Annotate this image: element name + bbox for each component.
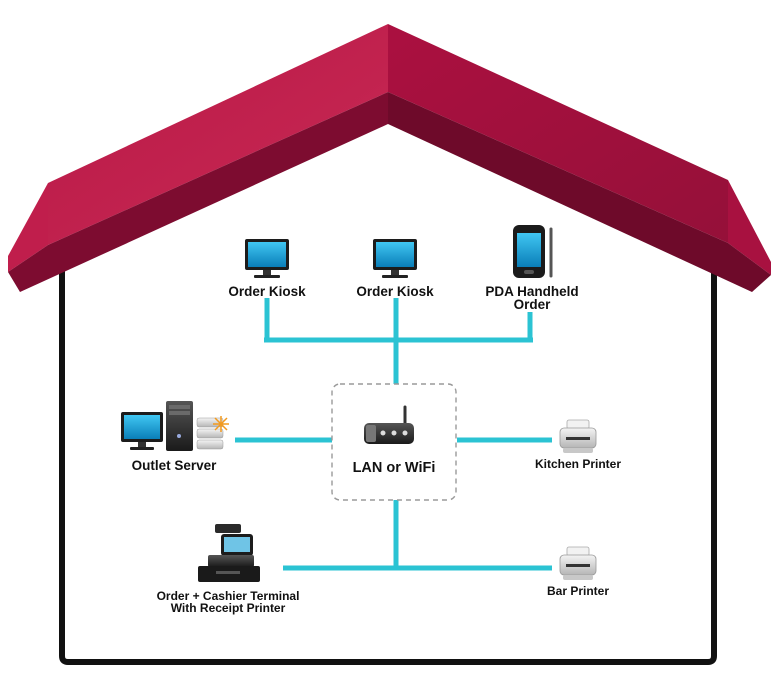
pda-label-line2: Order <box>513 297 551 312</box>
monitor-icon <box>245 239 289 278</box>
kiosk-1-label: Order Kiosk <box>228 284 306 299</box>
network-connectors <box>235 298 552 571</box>
server-stack-icon <box>121 401 229 451</box>
printer-icon <box>559 419 597 453</box>
pos-terminal-icon <box>198 524 260 582</box>
kitchen-printer-label: Kitchen Printer <box>534 457 621 471</box>
kiosk-2-label: Order Kiosk <box>356 284 434 299</box>
terminal-label-line1: Order + Cashier Terminal <box>156 589 300 603</box>
pda-label-line1: PDA Handheld <box>485 284 579 299</box>
house-roof <box>8 24 771 292</box>
house-wall <box>59 255 717 665</box>
server-label: Outlet Server <box>131 458 217 473</box>
monitor-icon <box>373 239 417 278</box>
printer-icon <box>559 546 597 580</box>
bar-printer-label: Bar Printer <box>546 584 610 598</box>
hub-label: LAN or WiFi <box>352 460 436 476</box>
router-icon <box>364 405 414 444</box>
pda-handheld-icon <box>513 225 553 278</box>
terminal-label-line2: With Receipt Printer <box>170 601 286 615</box>
